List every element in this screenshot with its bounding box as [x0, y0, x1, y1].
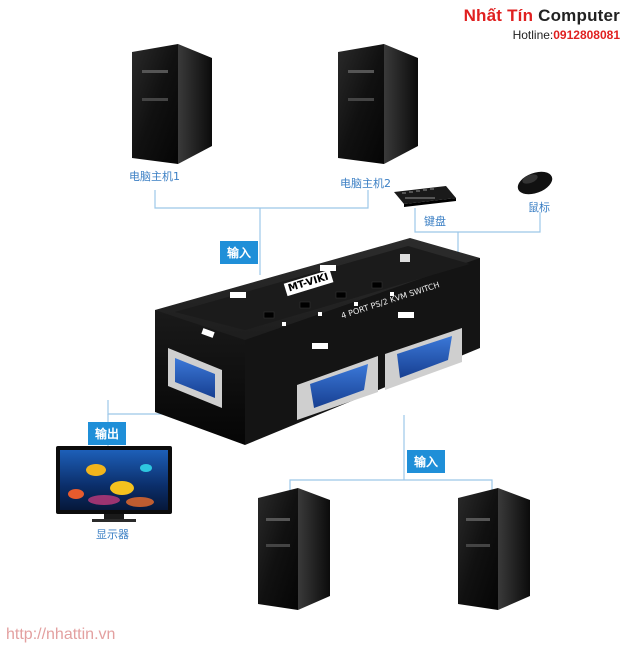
keyboard-icon — [394, 186, 456, 207]
pc-tower-3 — [258, 488, 330, 610]
vga-port-front — [168, 348, 222, 408]
pc2-label: 电脑主机2 — [340, 177, 391, 190]
pc-tower-2 — [338, 44, 418, 164]
pc-tower-4 — [458, 488, 530, 610]
pc-tower-1 — [132, 44, 212, 164]
hotline-label: Hotline: — [512, 28, 554, 42]
monitor-label: 显示器 — [96, 528, 129, 541]
brand-name-part1: Nhất Tín — [463, 6, 534, 25]
monitor — [56, 446, 172, 522]
pc1-label: 电脑主机1 — [129, 170, 180, 183]
mouse-icon — [517, 171, 553, 195]
footer-url: http://nhattin.vn — [6, 626, 116, 643]
input-tag-bottom: 输入 — [407, 450, 446, 473]
input-tag-top: 输入 — [220, 241, 259, 264]
mouse-label: 鼠标 — [528, 201, 550, 214]
brand-header: Nhất Tín Computer Hotline:0912808081 — [464, 6, 620, 42]
vga-port-1 — [297, 356, 378, 420]
output-tag: 输出 — [88, 422, 127, 445]
brand-name-part2: Computer — [538, 6, 620, 25]
hotline-number: 0912808081 — [553, 28, 620, 42]
keyboard-label: 键盘 — [424, 215, 446, 228]
brand-name: Nhất Tín Computer — [464, 6, 620, 26]
vga-port-2 — [385, 328, 462, 390]
hotline: Hotline:0912808081 — [464, 28, 620, 42]
kvm-switch — [155, 238, 480, 445]
fish-decoration — [68, 464, 154, 507]
